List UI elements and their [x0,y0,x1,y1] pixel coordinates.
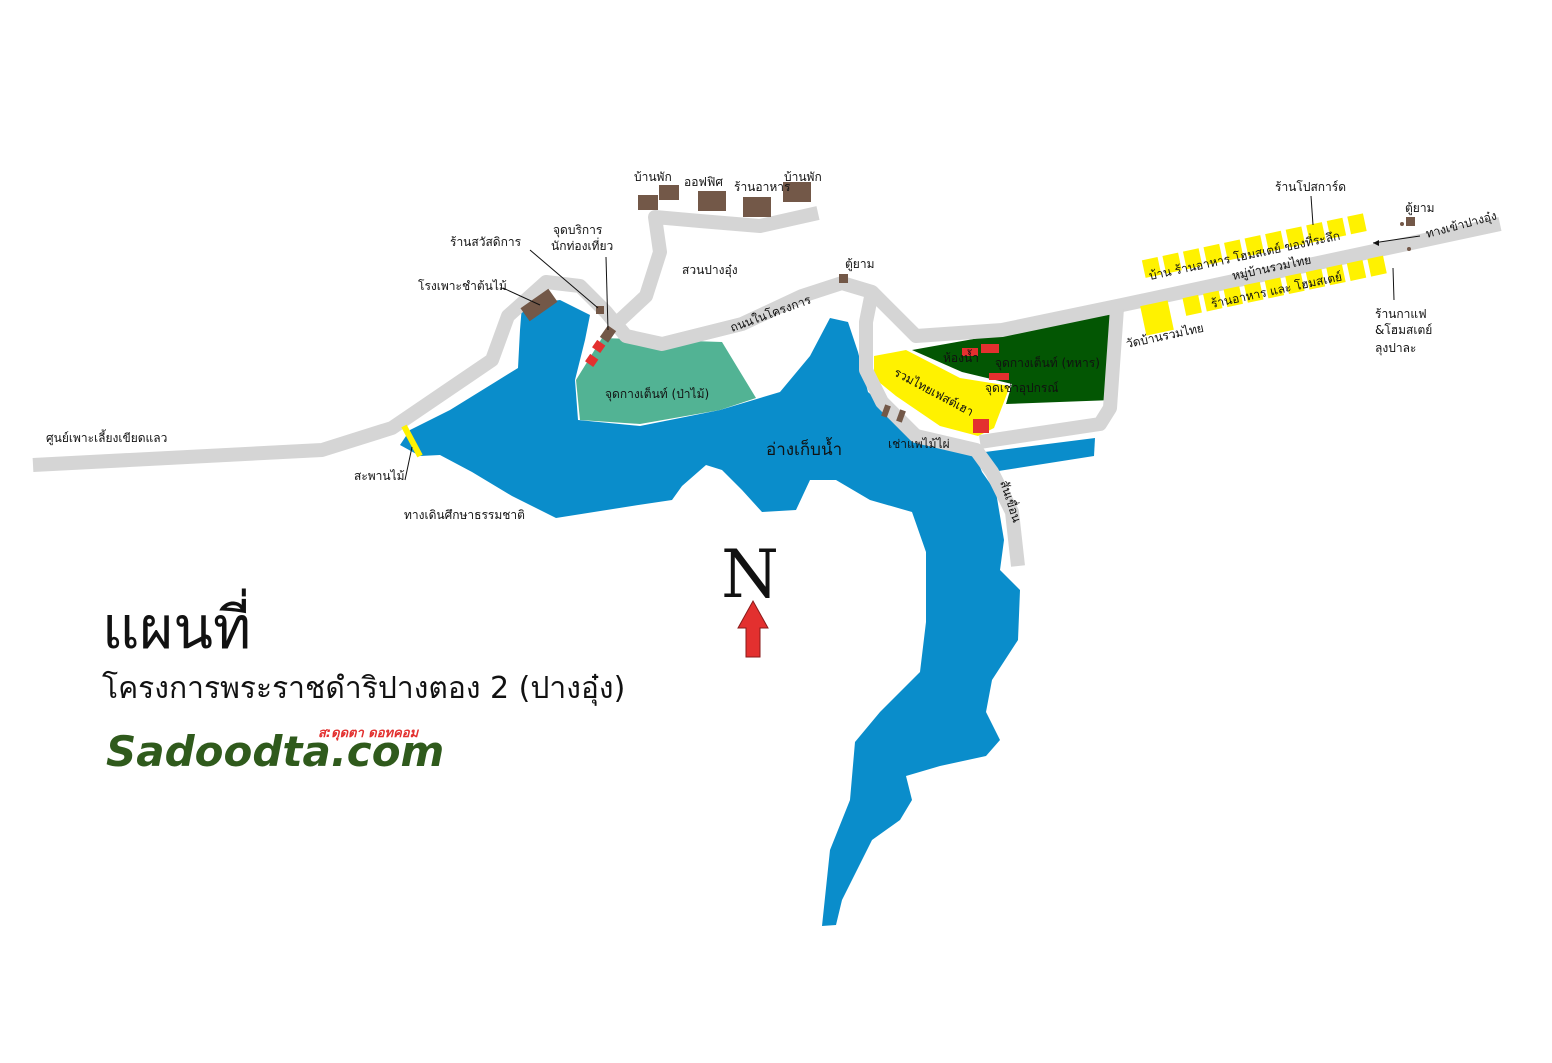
road-to-office [613,206,820,328]
toilet-block [981,344,999,353]
guard-booth-2 [1406,217,1415,226]
leader-line [1392,267,1395,301]
village-shop-block [1346,260,1367,281]
label-guard-1: ตู้ยาม [845,257,874,272]
village-shop-block [1182,248,1203,270]
label-toilet: ห้องน้ำ [943,349,979,365]
village-shop-block [1264,277,1285,299]
label-tourist-service: จุดบริการ [553,223,603,238]
label-forest-camp: จุดกางเต็นท์ (ป่าไม้) [605,386,709,402]
temple-block [1140,300,1174,336]
map-subtitle: โครงการพระราชดำริปางตอง 2 (ปางอุ๋ง) [102,670,625,707]
north-arrow-icon [737,599,769,658]
village-shop-block [1367,255,1387,277]
village-shop-block [1141,257,1162,278]
label-cafe-2: &โฮมสเตย์ [1375,323,1432,337]
water-channel [985,438,1095,472]
building-tourist-service [599,325,617,343]
village-shop-block [1244,281,1264,303]
label-breeding-center: ศูนย์เพาะเลี้ยงเขียดแลว [46,429,167,446]
village-shop-block [1224,239,1244,261]
label-cafe-1: ร้านกาแฟ [1375,307,1427,321]
facility-red [585,353,599,367]
festival-area [874,350,1010,436]
village-shop-block [1326,217,1347,239]
village-shop-block [1285,273,1305,295]
entrance-arrow [1372,235,1421,244]
leader-line [605,256,609,331]
label-nursery: โรงเพาะชำต้นไม้ [418,279,507,293]
leader-line [502,287,541,306]
guard-booth-1 [839,274,848,283]
logo-text: Sadoodta.com [106,727,444,776]
label-guard-2: ตู้ยาม [1405,201,1434,216]
road-to-dam [859,290,1025,567]
rental-block [989,373,1009,380]
festival-block [973,419,989,433]
raft-2 [896,409,906,423]
compass-letter: N [721,536,779,613]
label-rental: จุดเช่าอุปกรณ์ [985,381,1058,396]
building-home2 [783,182,811,202]
village-shop-block [1326,264,1346,286]
building-office [698,191,726,211]
village-shop-block [1347,213,1367,235]
wooden-bridge [401,424,423,458]
reservoir-water [400,300,1020,926]
forest-camp-area [576,338,756,424]
leader-line [404,446,413,481]
label-home1: บ้านพัก [634,170,672,184]
village-shop-block [1162,252,1182,274]
village-shop-block [1223,286,1243,308]
building-welfare-shop [596,306,604,314]
building-home1a [638,195,658,210]
leader-line [1310,195,1314,226]
label-office: ออฟฟิศ [684,175,723,189]
village-shop-block [1305,268,1326,290]
building-restaurant [743,197,771,217]
label-military-camp: จุดกางเต็นท์ (ทหาร) [995,355,1100,371]
gate-post [1407,247,1411,251]
village-shop-block [1182,294,1202,316]
village-shop-block [1203,243,1223,265]
label-reservoir: อ่างเก็บน้ำ [766,437,842,460]
label-postcard: ร้านโปสการ์ด [1275,180,1346,194]
facility-red [592,339,606,353]
label-trail: ทางเดินศึกษาธรรมชาติ [404,508,525,522]
military-camp-area [912,314,1113,404]
village-shop-block [1285,226,1306,248]
label-cafe-3: ลุงปาละ [1375,341,1416,356]
leader-line [529,249,599,309]
label-bridge: สะพานไม้ [354,469,405,483]
building-home1b [659,185,679,200]
village-shops-top [1141,213,1367,278]
toilet-block [962,348,978,356]
label-tourist-service-2: นักท่องเที่ยว [551,237,613,253]
arrow-head-icon [1373,240,1379,246]
raft-1 [881,404,891,418]
label-inner-road: ถนนในโครงการ [728,292,813,334]
village-shop-block [1306,222,1326,244]
gate-post [1400,222,1404,226]
label-home2: บ้านพัก [784,170,822,184]
village-shop-block [1203,290,1223,312]
label-garden: สวนปางอุ๋ง [682,263,738,278]
village-shop-block [1244,235,1264,257]
road-village-link [978,307,1124,449]
logo-thai: ส:ดุดตา ดอทคอม [318,726,420,741]
village-shop-block [1265,230,1285,252]
map-title: แผนที่ [102,588,251,662]
sadoodta-logo: Sadoodta.com ส:ดุดตา ดอทคอม [105,726,445,777]
village-shops-bottom [1182,255,1387,316]
main-road [32,217,1502,472]
label-raft: เช่าแพไม้ไผ่ [888,437,950,451]
label-welfare-shop: ร้านสวัสดิการ [450,235,522,249]
label-restaurant: ร้านอาหาร [734,180,791,194]
